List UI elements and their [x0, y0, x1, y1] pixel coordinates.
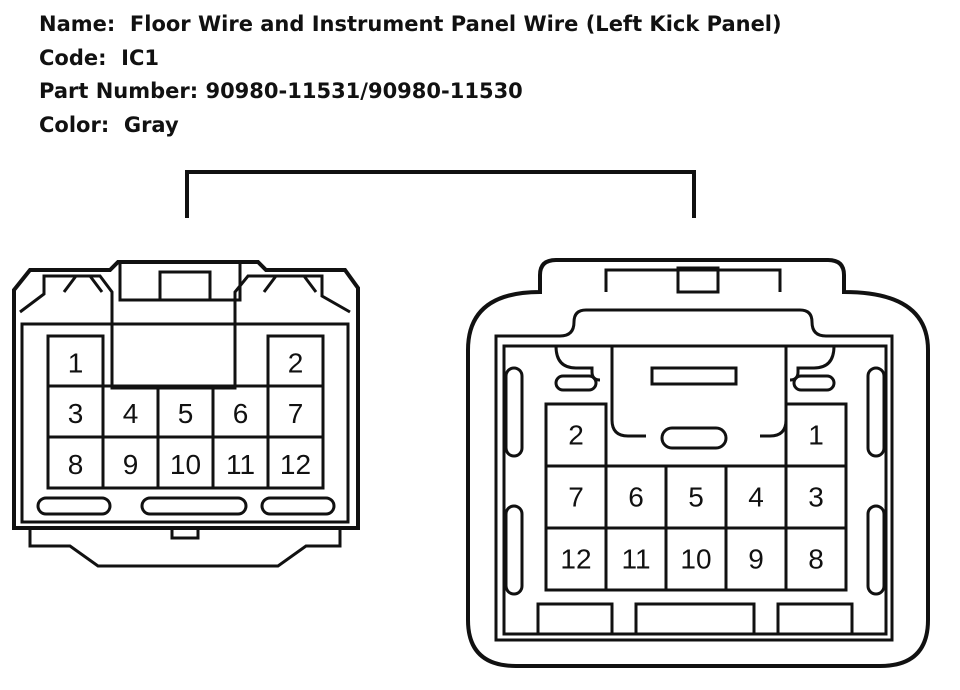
code-row: Code: IC1 [39, 42, 782, 76]
right-inner-frame [502, 344, 888, 636]
right-pin-cells [544, 402, 848, 592]
right-pin-number: 9 [748, 544, 764, 575]
right-side-slot-right-upper [866, 366, 886, 458]
left-pin-number: 1 [68, 348, 84, 379]
mating-bracket [185, 170, 696, 218]
left-connector [12, 260, 360, 568]
left-pin-cell [266, 435, 325, 490]
left-pin-number: 2 [288, 348, 304, 379]
left-latch-notch-right [262, 274, 318, 293]
left-pin-number: 6 [233, 398, 249, 429]
color-label: Color: [39, 112, 110, 137]
right-pin-number: 8 [808, 544, 824, 575]
right-top-key [676, 266, 720, 294]
right-connector [466, 258, 930, 668]
left-inner-frame [20, 322, 350, 524]
right-pin-number: 7 [568, 482, 584, 513]
left-pin-number: 3 [68, 398, 84, 429]
right-pin-numbers: 2 1 7 12 6 11 5 10 4 9 3 8 [560, 420, 823, 575]
left-slot-2 [140, 496, 248, 516]
right-top-slot-right [792, 374, 836, 392]
color-value: Gray [123, 112, 179, 137]
left-base [28, 528, 342, 568]
left-pin-number: 10 [170, 449, 201, 480]
right-pin-number: 6 [628, 482, 644, 513]
right-center-slot [660, 426, 728, 450]
right-bottom-slot-3 [776, 602, 854, 634]
right-center-well [610, 346, 788, 438]
right-side-slot-left-upper [504, 366, 524, 458]
right-inner-outline [494, 308, 894, 642]
right-pin-number: 4 [748, 482, 764, 513]
left-pin-number: 5 [178, 398, 194, 429]
left-housing-outline [12, 260, 360, 530]
left-base-tab [170, 526, 200, 540]
left-pin-number: 12 [280, 449, 311, 480]
right-pin-cell [784, 526, 848, 592]
left-key-frame [118, 262, 242, 302]
right-pin-number: 11 [621, 544, 650, 575]
color-row: Color: Gray [39, 109, 782, 143]
right-housing-outline [466, 258, 930, 668]
right-pin-number: 5 [688, 482, 704, 513]
left-pin-number: 4 [123, 398, 139, 429]
right-pin-number: 12 [560, 544, 591, 575]
left-pin-number: 7 [288, 398, 304, 429]
code-label: Code: [39, 45, 107, 70]
left-slot-3 [260, 496, 336, 516]
right-center-tab [650, 366, 738, 386]
name-value: Floor Wire and Instrument Panel Wire (Le… [129, 12, 782, 36]
part-number-row: Part Number: 90980-11531/90980-11530 [39, 75, 782, 109]
right-bottom-slot-2 [634, 602, 756, 634]
right-bottom-slot-1 [536, 602, 614, 634]
right-side-slot-left-lower [504, 504, 524, 596]
left-pin-number: 8 [68, 449, 84, 480]
left-center-key [158, 270, 212, 302]
left-slot-1 [36, 496, 112, 516]
right-pin-number: 1 [808, 420, 824, 451]
right-top-slot-left [554, 374, 598, 392]
left-pin-number: 11 [226, 449, 255, 480]
right-top-frame [604, 268, 782, 292]
right-pin-number: 10 [680, 544, 711, 575]
name-label: Name: [39, 12, 116, 36]
left-pin-cells [46, 334, 325, 490]
part-number-value: 90980-11531/90980-11530 [205, 79, 523, 103]
right-side-slot-right-lower [866, 504, 886, 596]
part-number-label: Part Number: [39, 79, 199, 103]
connector-info: Name: Floor Wire and Instrument Panel Wi… [39, 8, 782, 142]
right-pin-number: 3 [808, 482, 824, 513]
left-latch-notch [62, 274, 104, 293]
left-pin-number: 9 [123, 449, 139, 480]
name-row: Name: Floor Wire and Instrument Panel Wi… [39, 8, 782, 42]
right-pin-number: 2 [568, 420, 584, 451]
code-value: IC1 [121, 45, 159, 70]
left-housing-inner [19, 274, 351, 390]
